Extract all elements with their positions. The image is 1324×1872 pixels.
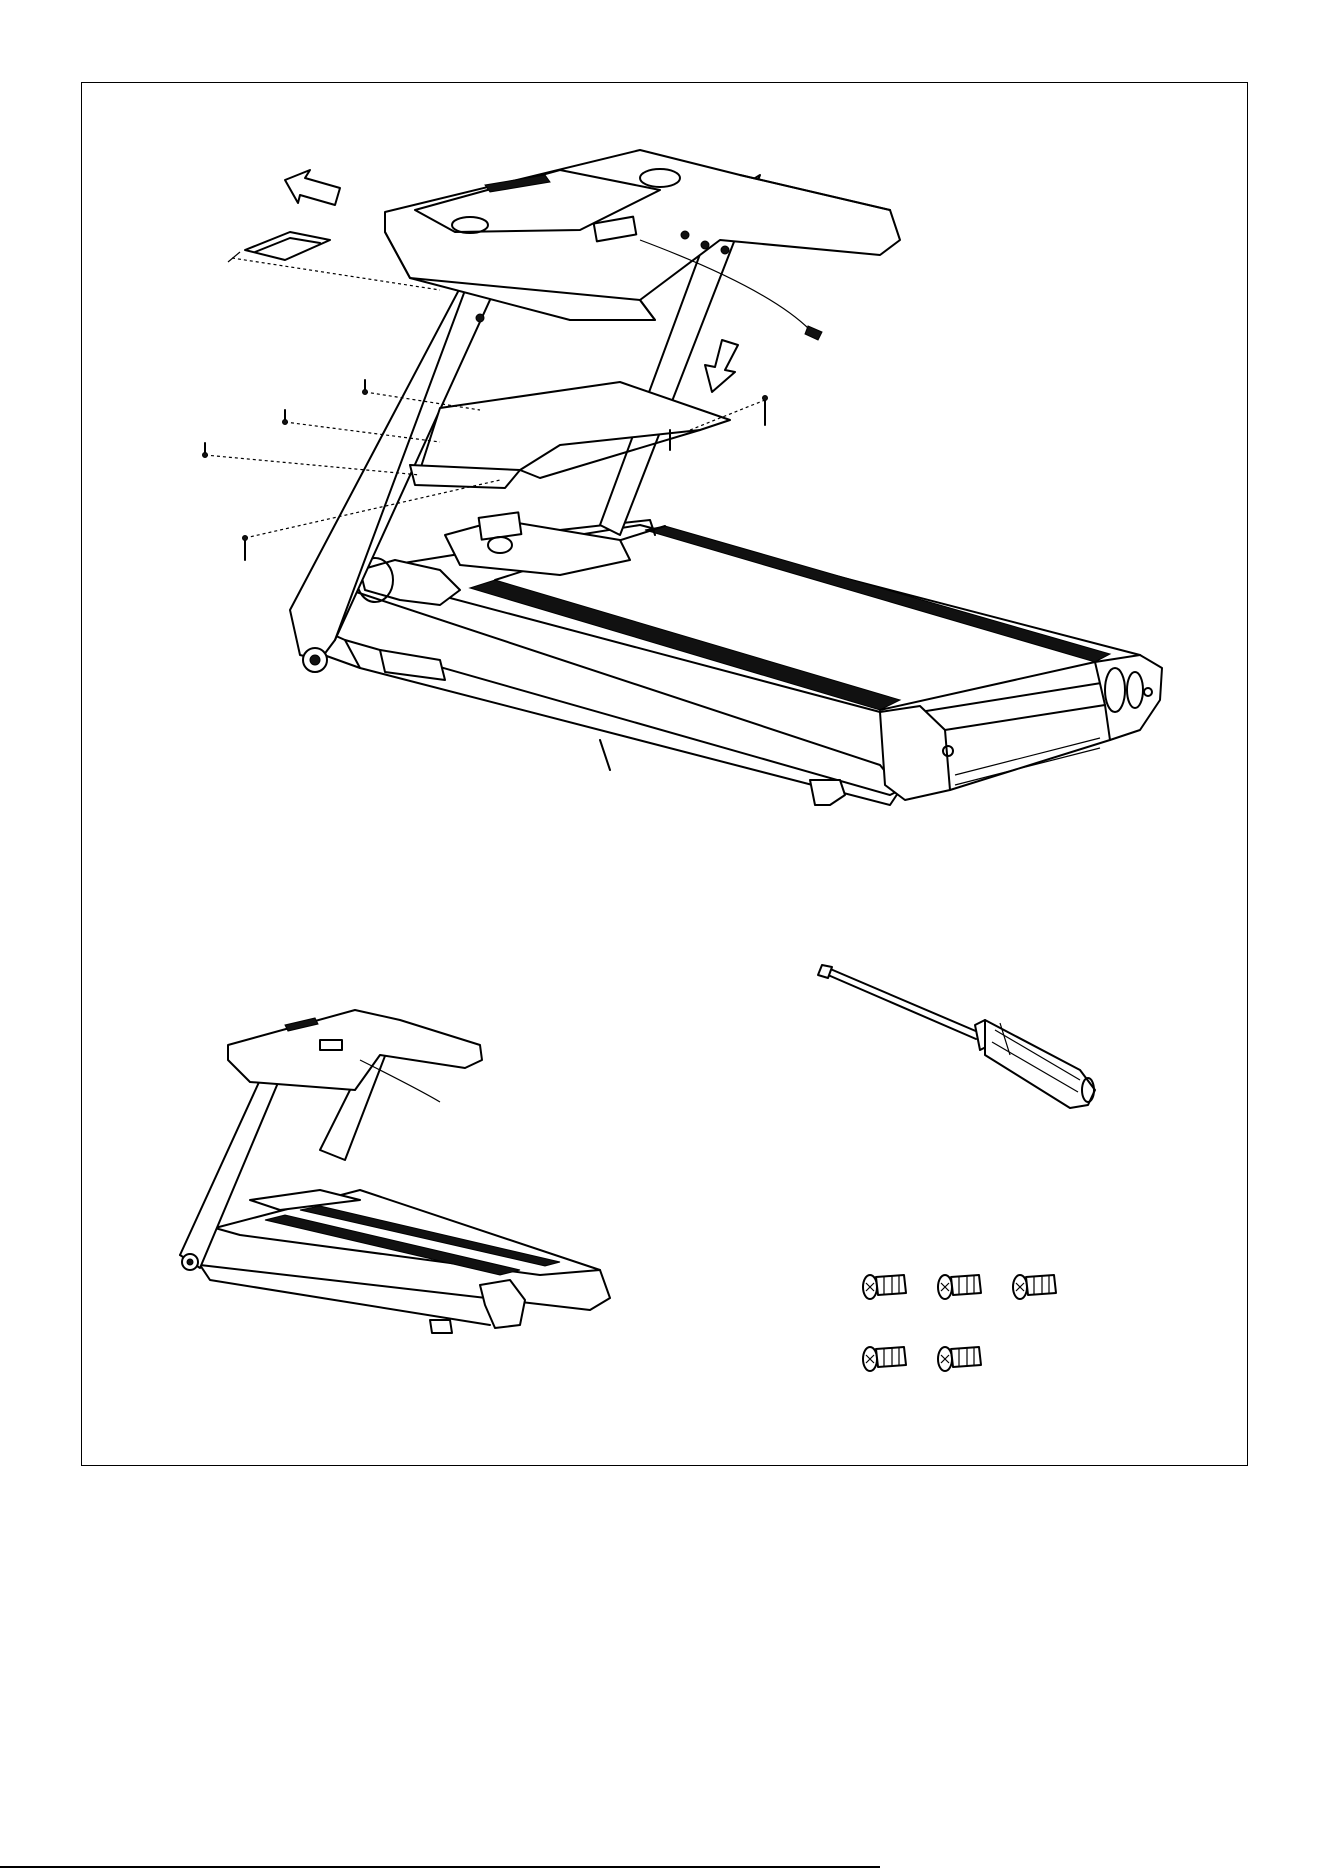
move-left-arrow <box>285 170 340 205</box>
rear-end-cap <box>880 706 950 800</box>
motor-controller <box>445 520 630 575</box>
bolt-icon <box>1013 1275 1056 1299</box>
treadmill-icon <box>180 1010 610 1333</box>
small-console <box>228 1010 482 1090</box>
bolt-set <box>863 1275 1056 1371</box>
front-foot <box>810 780 845 805</box>
footer-rule <box>0 1866 880 1868</box>
screwdriver-icon <box>818 965 1095 1108</box>
bolt-icon <box>863 1347 906 1371</box>
bolt-icon <box>938 1275 981 1299</box>
bolt-icon <box>938 1347 981 1371</box>
move-down-arrow <box>705 340 738 392</box>
bolt-icon <box>863 1275 906 1299</box>
